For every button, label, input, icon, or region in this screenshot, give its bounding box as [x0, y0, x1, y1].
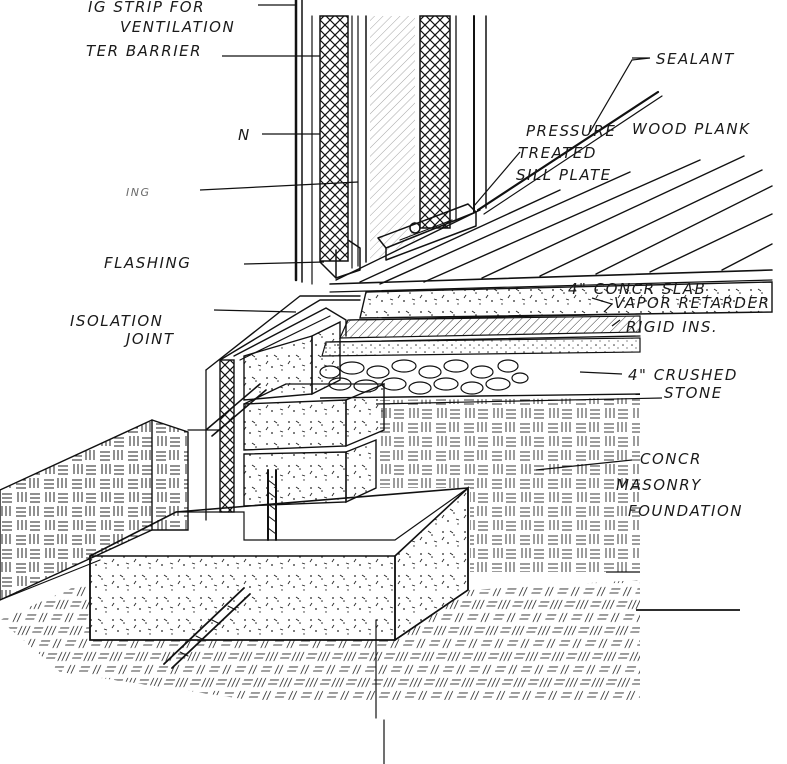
label-crushed: 4" CRUSHED [628, 366, 738, 384]
slab-layers [321, 281, 773, 357]
label-masonry: MASONRY [616, 476, 702, 494]
masonry-foundation [187, 295, 385, 541]
label-vapor-retarder: VAPOR RETARDER [614, 294, 770, 312]
label-sealant: SEALANT [656, 50, 735, 68]
label-joint: JOINT [123, 330, 175, 348]
labels: IG STRIP FOR VENTILATION TER BARRIER N I… [70, 0, 770, 520]
label-concr: CONCR [640, 450, 702, 468]
label-isolation: ISOLATION [70, 312, 163, 330]
label-wood-plank: WOOD PLANK [632, 120, 750, 138]
label-stone: STONE [664, 384, 723, 402]
label-conc-slab: 4" CONCR SLAB [568, 280, 706, 298]
label-cut-n: N [238, 126, 251, 144]
label-rigid-ins: RIGID INS. [626, 318, 718, 336]
concrete-footing [89, 486, 469, 764]
leader-lines [199, 4, 740, 611]
label-treated: TREATED [518, 144, 597, 162]
wall-assembly [294, 0, 487, 285]
label-furring: IG STRIP FOR [88, 0, 205, 16]
label-sill-plate: SILL PLATE [516, 166, 612, 184]
label-pressure: PRESSURE [526, 122, 616, 140]
label-foundation: FOUNDATION [628, 502, 743, 520]
label-cut-ing: ING [126, 186, 151, 199]
label-water-barrier: TER BARRIER [86, 42, 202, 60]
wood-plank-floor [329, 90, 773, 293]
label-flashing: FLASHING [104, 254, 191, 272]
label-ventilation: VENTILATION [120, 18, 235, 36]
